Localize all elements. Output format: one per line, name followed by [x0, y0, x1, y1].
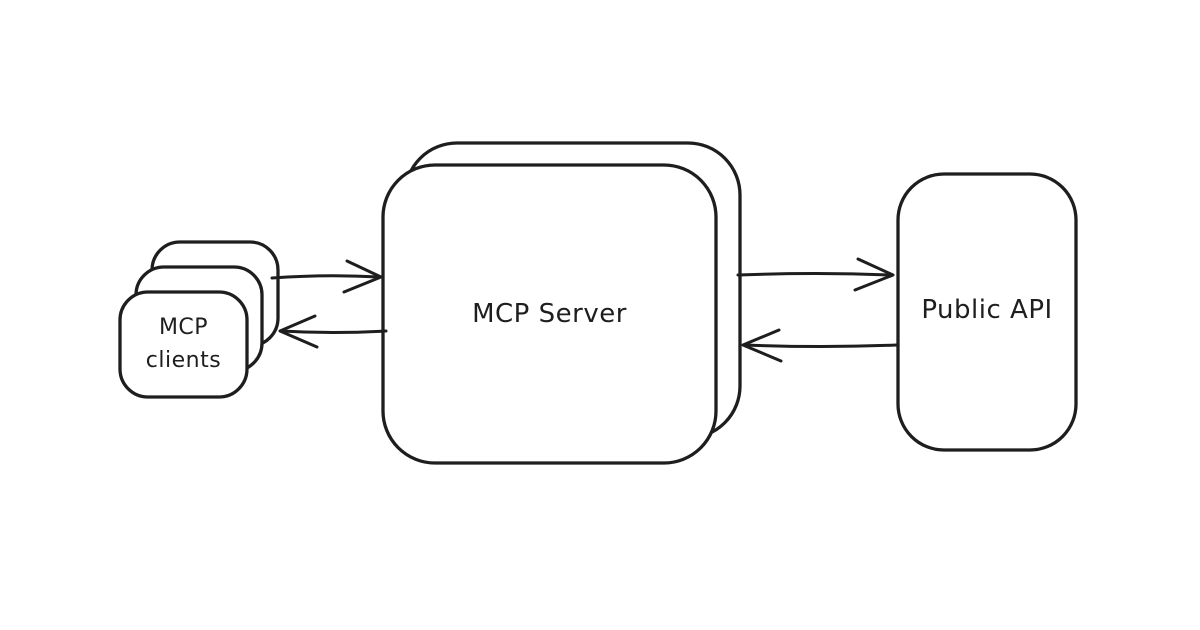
- public-api-box: [896, 172, 1078, 452]
- server-card-front: [381, 163, 718, 465]
- arrow-server-to-clients: [278, 314, 388, 349]
- arrow-shaft: [270, 274, 381, 280]
- mcp-clients-node: [118, 240, 280, 399]
- arrow-api-to-server: [741, 328, 900, 363]
- arrow-head-right-icon: [853, 257, 895, 292]
- arrow-clients-to-server: [270, 259, 383, 294]
- arrow-head-left-icon: [741, 328, 783, 363]
- arrow-head-right-icon: [342, 259, 383, 294]
- clients-card-front: [118, 290, 249, 399]
- public-api-node: [896, 172, 1078, 452]
- arrow-shaft: [736, 272, 893, 277]
- arrow-head-left-icon: [278, 314, 319, 349]
- arrow-server-to-api: [736, 257, 895, 292]
- arrow-shaft: [279, 329, 388, 334]
- mcp-server-node: [381, 141, 742, 465]
- arrow-shaft: [744, 343, 900, 348]
